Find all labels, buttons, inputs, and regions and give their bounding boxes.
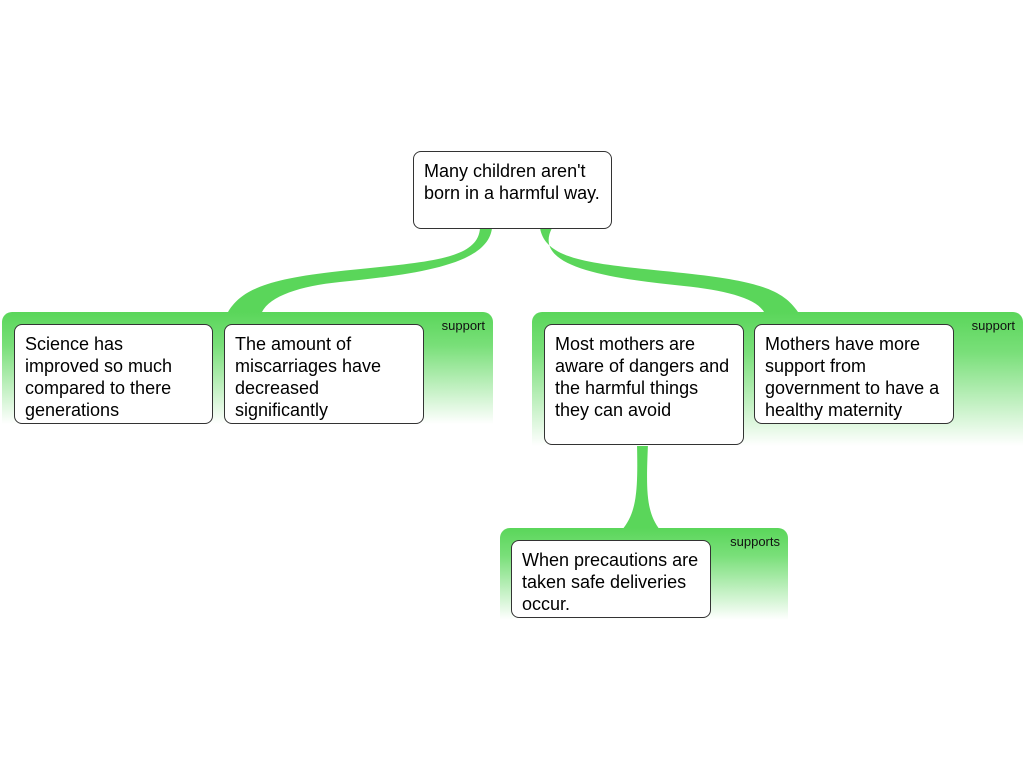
node-science-improved[interactable]: Science has improved so much compared to… bbox=[14, 324, 213, 424]
connector-mothers-to-precautions bbox=[622, 444, 660, 530]
node-miscarriages-decreased[interactable]: The amount of miscarriages have decrease… bbox=[224, 324, 424, 424]
connector-root-to-left-group bbox=[228, 228, 492, 312]
node-mothers-aware[interactable]: Most mothers are aware of dangers and th… bbox=[544, 324, 744, 445]
root-node[interactable]: Many children aren't born in a harmful w… bbox=[413, 151, 612, 229]
support-label: support bbox=[971, 318, 1015, 333]
node-government-support[interactable]: Mothers have more support from governmen… bbox=[754, 324, 954, 424]
supports-label: supports bbox=[730, 534, 780, 549]
connector-root-to-right-group bbox=[540, 228, 798, 312]
node-precautions-safe-deliveries[interactable]: When precautions are taken safe deliveri… bbox=[511, 540, 711, 618]
support-label: support bbox=[441, 318, 485, 333]
